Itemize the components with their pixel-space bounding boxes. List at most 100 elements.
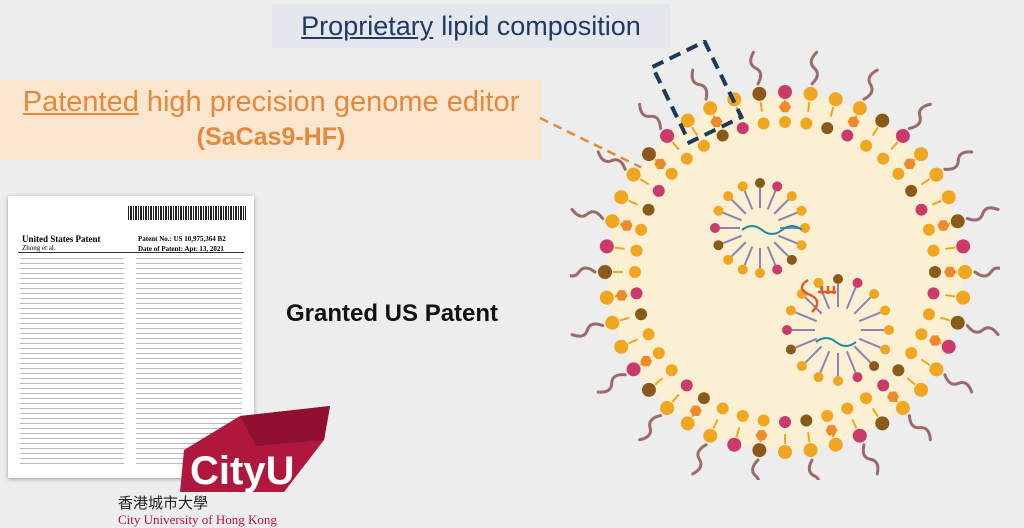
lipid-head (941, 339, 956, 354)
lipid-composition-title: Proprietary lipid composition (272, 4, 670, 48)
lipid-tail (671, 393, 680, 403)
inner-lipid-clusters (710, 178, 894, 386)
lipid-tail (619, 316, 630, 322)
lipid-head (641, 147, 656, 162)
lipid-head-inner (927, 287, 940, 300)
inner-lipid-head (755, 178, 765, 188)
lipid-head (803, 86, 818, 101)
inner-lipid-tail (743, 246, 754, 266)
lipid-head (778, 85, 792, 99)
cholesterol (640, 356, 653, 367)
lipid-head (852, 101, 867, 116)
inner-lipid-tail (722, 234, 742, 245)
outer-lipid-layer (570, 50, 1000, 480)
cholesterol (779, 101, 791, 113)
inner-lipid-tail (858, 311, 881, 323)
inner-lipid-head (869, 288, 880, 299)
patent-divider (18, 252, 244, 253)
patent-number: US 10,975,364 B2 (173, 235, 226, 243)
inner-lipid-tail (795, 311, 818, 323)
lipid-head-inner (630, 244, 643, 257)
peg-chain (570, 266, 597, 278)
lipid-head (752, 86, 767, 101)
inner-lipid-head (852, 277, 863, 288)
lipid-head-inner (642, 328, 655, 341)
lipid-head (958, 265, 972, 279)
lipid-head (598, 265, 612, 279)
lipid-head (752, 443, 767, 458)
inner-lipid-head (880, 344, 891, 355)
inner-lipid-tail (845, 287, 857, 310)
patent-date: Apr. 13, 2021 (184, 245, 224, 253)
lipid-head (703, 101, 718, 116)
cityu-chinese-name: 香港城市大學 (118, 494, 209, 512)
lipid-tail (945, 294, 956, 298)
lipid-tail (931, 199, 942, 206)
inner-lipid-head (755, 268, 765, 278)
lipid-head-inner (905, 184, 918, 197)
lipid-tail (829, 106, 835, 117)
peg-chain (751, 458, 760, 480)
lipid-tail (712, 418, 719, 429)
lipid-head-inner (665, 167, 678, 180)
lipid-head (950, 315, 965, 330)
cityu-english-name: City University of Hong Kong (118, 512, 277, 527)
cityu-logo: CityU 香港城市大學 City University of Hong Kon… (118, 406, 333, 527)
mrna-strand-2 (815, 337, 857, 347)
lipid-head-inner (635, 223, 648, 236)
lipid-head (828, 92, 843, 107)
inner-lipid-head (713, 205, 724, 216)
lipid-tail (654, 377, 664, 386)
lipid-head-inner (877, 152, 890, 165)
peg-chain (570, 207, 605, 220)
lipid-tail (807, 101, 811, 112)
cholesterol (847, 116, 860, 128)
lipid-tail (759, 101, 763, 112)
peg-chain (965, 206, 1000, 222)
cholesterol (710, 116, 723, 128)
lnp-core (607, 94, 963, 450)
lipid-head-inner (892, 167, 905, 180)
patent-inventors: Zhong et al. (22, 244, 56, 252)
cholesterol (903, 158, 916, 170)
patent-date-label: Date of Patent: (138, 245, 184, 253)
lipid-head-inner (697, 392, 710, 405)
peg-chain (907, 414, 932, 442)
inner-lipid-head (785, 305, 796, 316)
cholesterol (937, 220, 950, 231)
lipid-detail-highlight-box (649, 40, 745, 146)
lipid-head-inner (800, 117, 813, 130)
inner-lipid-head (880, 305, 891, 316)
title-rest: lipid composition (441, 10, 641, 41)
lipid-head-inner (779, 116, 791, 128)
inner-lipid-head (833, 376, 843, 386)
peg-chain (570, 322, 605, 338)
lipid-head (599, 239, 614, 254)
lipid-head (680, 113, 695, 128)
lipid-head-inner (841, 402, 854, 415)
inner-lipid-head (737, 181, 748, 192)
lipid-tail (807, 432, 811, 443)
lipid-tail (671, 141, 680, 151)
lipid-head-inner (629, 266, 641, 278)
peg-chain (973, 266, 1000, 278)
lipid-head (626, 362, 641, 377)
lipid-head (895, 128, 910, 143)
lipid-head (614, 339, 629, 354)
peg-chain (596, 150, 627, 171)
inner-lipid-tail (819, 350, 831, 373)
inner-lipid-tail (778, 211, 798, 222)
editor-underlined-word: Patented (22, 86, 139, 118)
cholesterol (615, 290, 628, 301)
lipid-head-inner (736, 409, 749, 422)
lipid-head-inner (905, 347, 918, 360)
lipid-head (828, 437, 843, 452)
mrna-strand-1 (741, 225, 803, 235)
lipid-tail (871, 126, 879, 137)
inner-lipid-tail (773, 241, 789, 257)
lipid-head (660, 128, 675, 143)
inner-lipid-tail (766, 190, 777, 210)
inner-lipid-tail (731, 241, 747, 257)
lipid-head (626, 167, 641, 182)
